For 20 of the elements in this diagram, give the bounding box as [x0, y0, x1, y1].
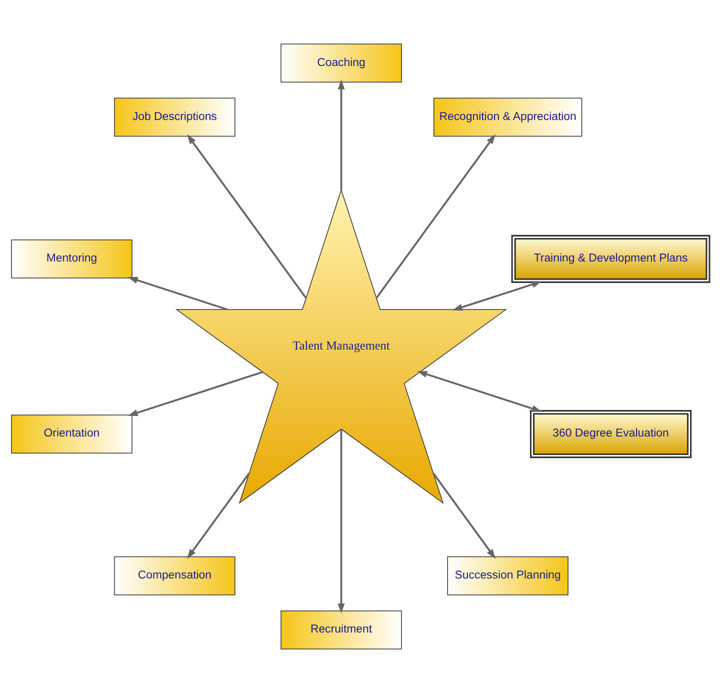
node-box: Recruitment — [280, 610, 402, 649]
arrow — [338, 78, 345, 190]
arrow — [452, 280, 542, 310]
arrow — [128, 276, 228, 310]
node-box: Job Descriptions — [114, 97, 236, 136]
arrow — [417, 370, 542, 412]
node-box: Compensation — [114, 556, 236, 595]
node-box: 360 Degree Evaluation — [530, 410, 692, 458]
node-box: Mentoring — [11, 239, 132, 278]
arrow — [186, 472, 250, 558]
node-box: Orientation — [11, 414, 132, 453]
node-box: Training & Development Plans — [511, 234, 710, 282]
arrow — [128, 370, 263, 416]
arrow — [187, 134, 307, 298]
arrow — [432, 472, 496, 558]
arrow — [338, 428, 345, 613]
arrow — [376, 134, 496, 298]
node-box: Coaching — [280, 43, 402, 82]
node-box: Recognition & Appreciation — [434, 97, 582, 136]
node-box: Succession Planning — [447, 556, 568, 595]
